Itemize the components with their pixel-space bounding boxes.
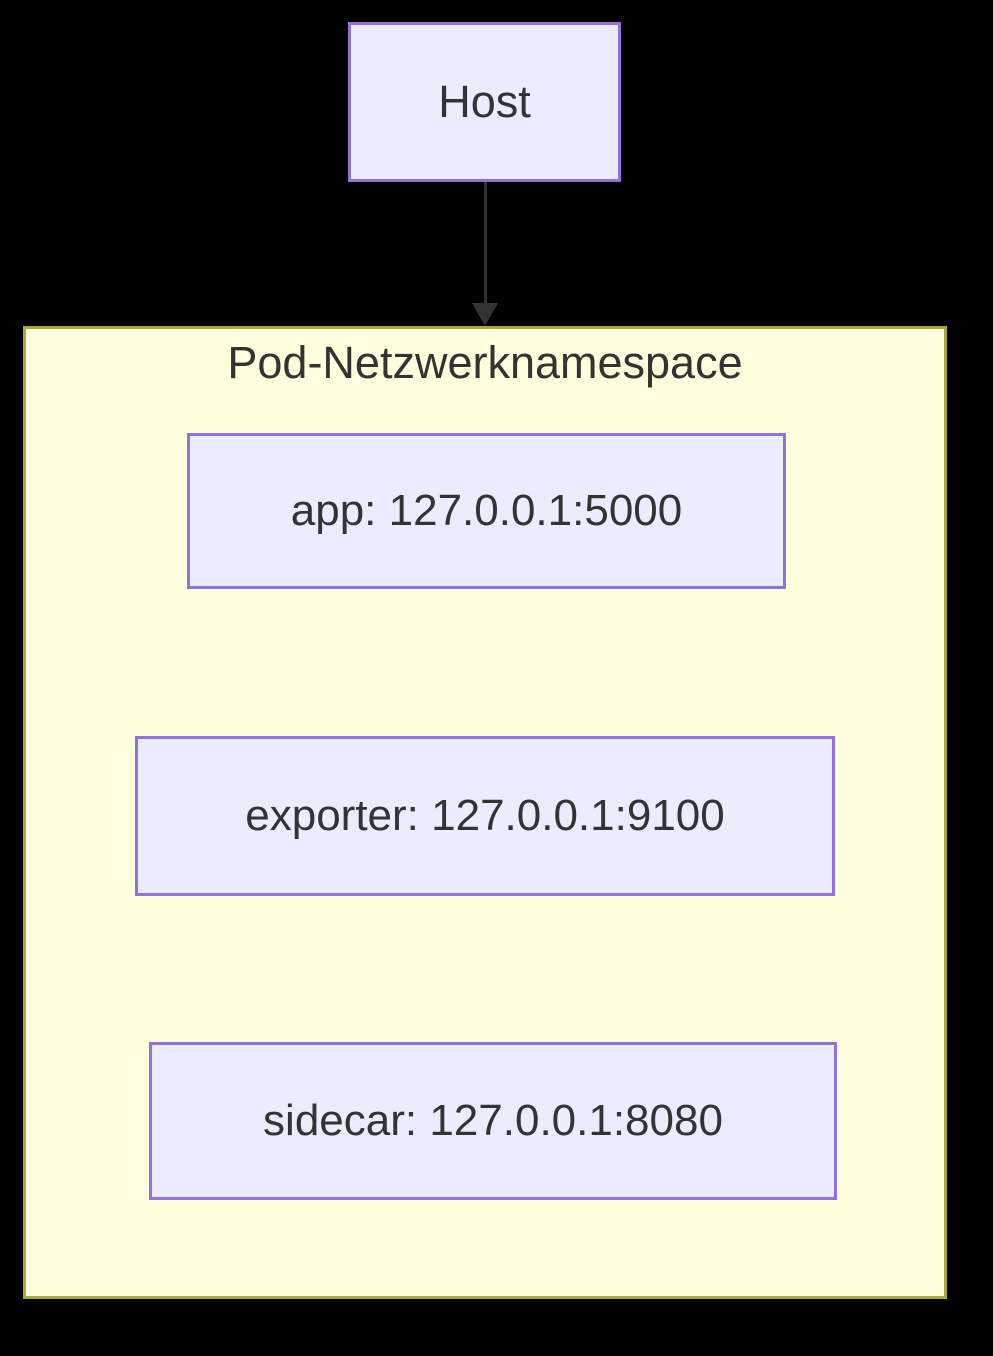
cluster-pod-network-namespace: Pod-Netzwerknamespace app: 127.0.0.1:500… [23,326,947,1299]
edge-line [484,182,487,306]
node-host-label: Host [438,76,531,127]
arrowhead-icon [472,303,498,326]
node-sidecar: sidecar: 127.0.0.1:8080 [149,1042,837,1200]
node-app-label: app: 127.0.0.1:5000 [290,486,683,535]
node-sidecar-label: sidecar: 127.0.0.1:8080 [263,1096,723,1145]
node-app: app: 127.0.0.1:5000 [187,433,786,589]
cluster-title: Pod-Netzwerknamespace [227,337,743,388]
node-exporter: exporter: 127.0.0.1:9100 [135,736,835,896]
node-host: Host [348,22,621,182]
node-exporter-label: exporter: 127.0.0.1:9100 [245,791,725,840]
